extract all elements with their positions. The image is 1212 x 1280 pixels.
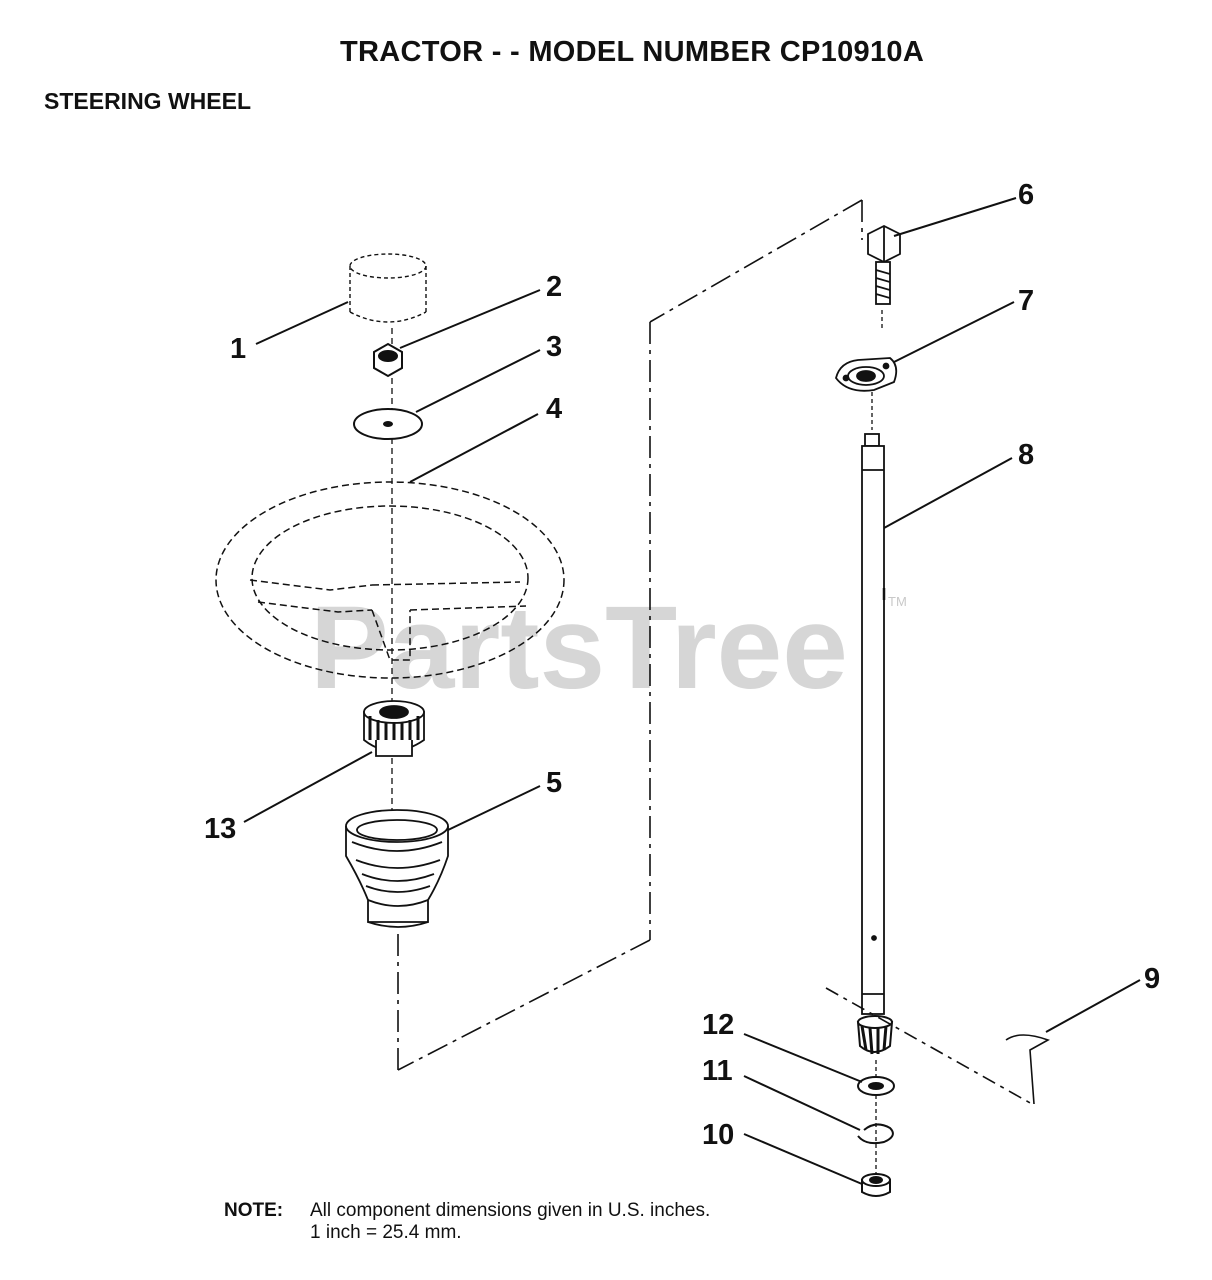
page-title: TRACTOR - - MODEL NUMBER CP10910A <box>340 36 925 68</box>
part-7-flange-bearing <box>835 357 898 392</box>
callout-12: 12 <box>702 1009 734 1041</box>
callout-2: 2 <box>546 271 562 303</box>
callout-1: 1 <box>230 333 246 365</box>
note-line-2: 1 inch = 25.4 mm. <box>310 1222 462 1243</box>
callout-6: 6 <box>1018 179 1034 211</box>
callout-3: 3 <box>546 331 562 363</box>
part-5-boot <box>345 809 449 928</box>
callout-5: 5 <box>546 767 562 799</box>
leader-lines <box>243 197 1141 1185</box>
section-title: STEERING WHEEL <box>44 88 252 114</box>
note-label: NOTE: <box>224 1200 284 1221</box>
watermark-tm: TM <box>888 594 907 609</box>
dimension-note: NOTE: All component dimensions given in U… <box>224 1200 710 1244</box>
part-12-washer <box>857 1076 895 1096</box>
part-1-cap <box>349 253 427 323</box>
part-13-spline-adapter <box>363 700 425 757</box>
part-3-washer <box>353 408 423 440</box>
part-11-retaining-ring <box>857 1123 894 1145</box>
callout-8: 8 <box>1018 439 1034 471</box>
part-6-bolt <box>867 224 901 305</box>
part-2-nut <box>373 342 403 378</box>
part-4-steering-wheel <box>215 481 565 679</box>
note-line-1: All component dimensions given in U.S. i… <box>310 1200 711 1221</box>
part-9-bracket <box>825 987 1050 1105</box>
callout-9: 9 <box>1144 963 1160 995</box>
watermark-text: PartsTree <box>310 582 848 714</box>
watermark: PartsTree TM <box>310 582 907 714</box>
callout-10: 10 <box>702 1119 734 1151</box>
callout-7: 7 <box>1018 285 1034 317</box>
callout-4: 4 <box>546 393 562 425</box>
part-10-cap-nut <box>861 1173 891 1197</box>
assembly-frame <box>397 199 863 1071</box>
callout-labels: 1 2 3 4 5 6 7 8 9 10 11 12 13 <box>204 179 1160 1151</box>
callout-11: 11 <box>702 1055 733 1087</box>
part-8-steering-shaft <box>861 433 886 1015</box>
callout-13: 13 <box>204 813 236 845</box>
shaft-gear <box>856 1015 894 1055</box>
